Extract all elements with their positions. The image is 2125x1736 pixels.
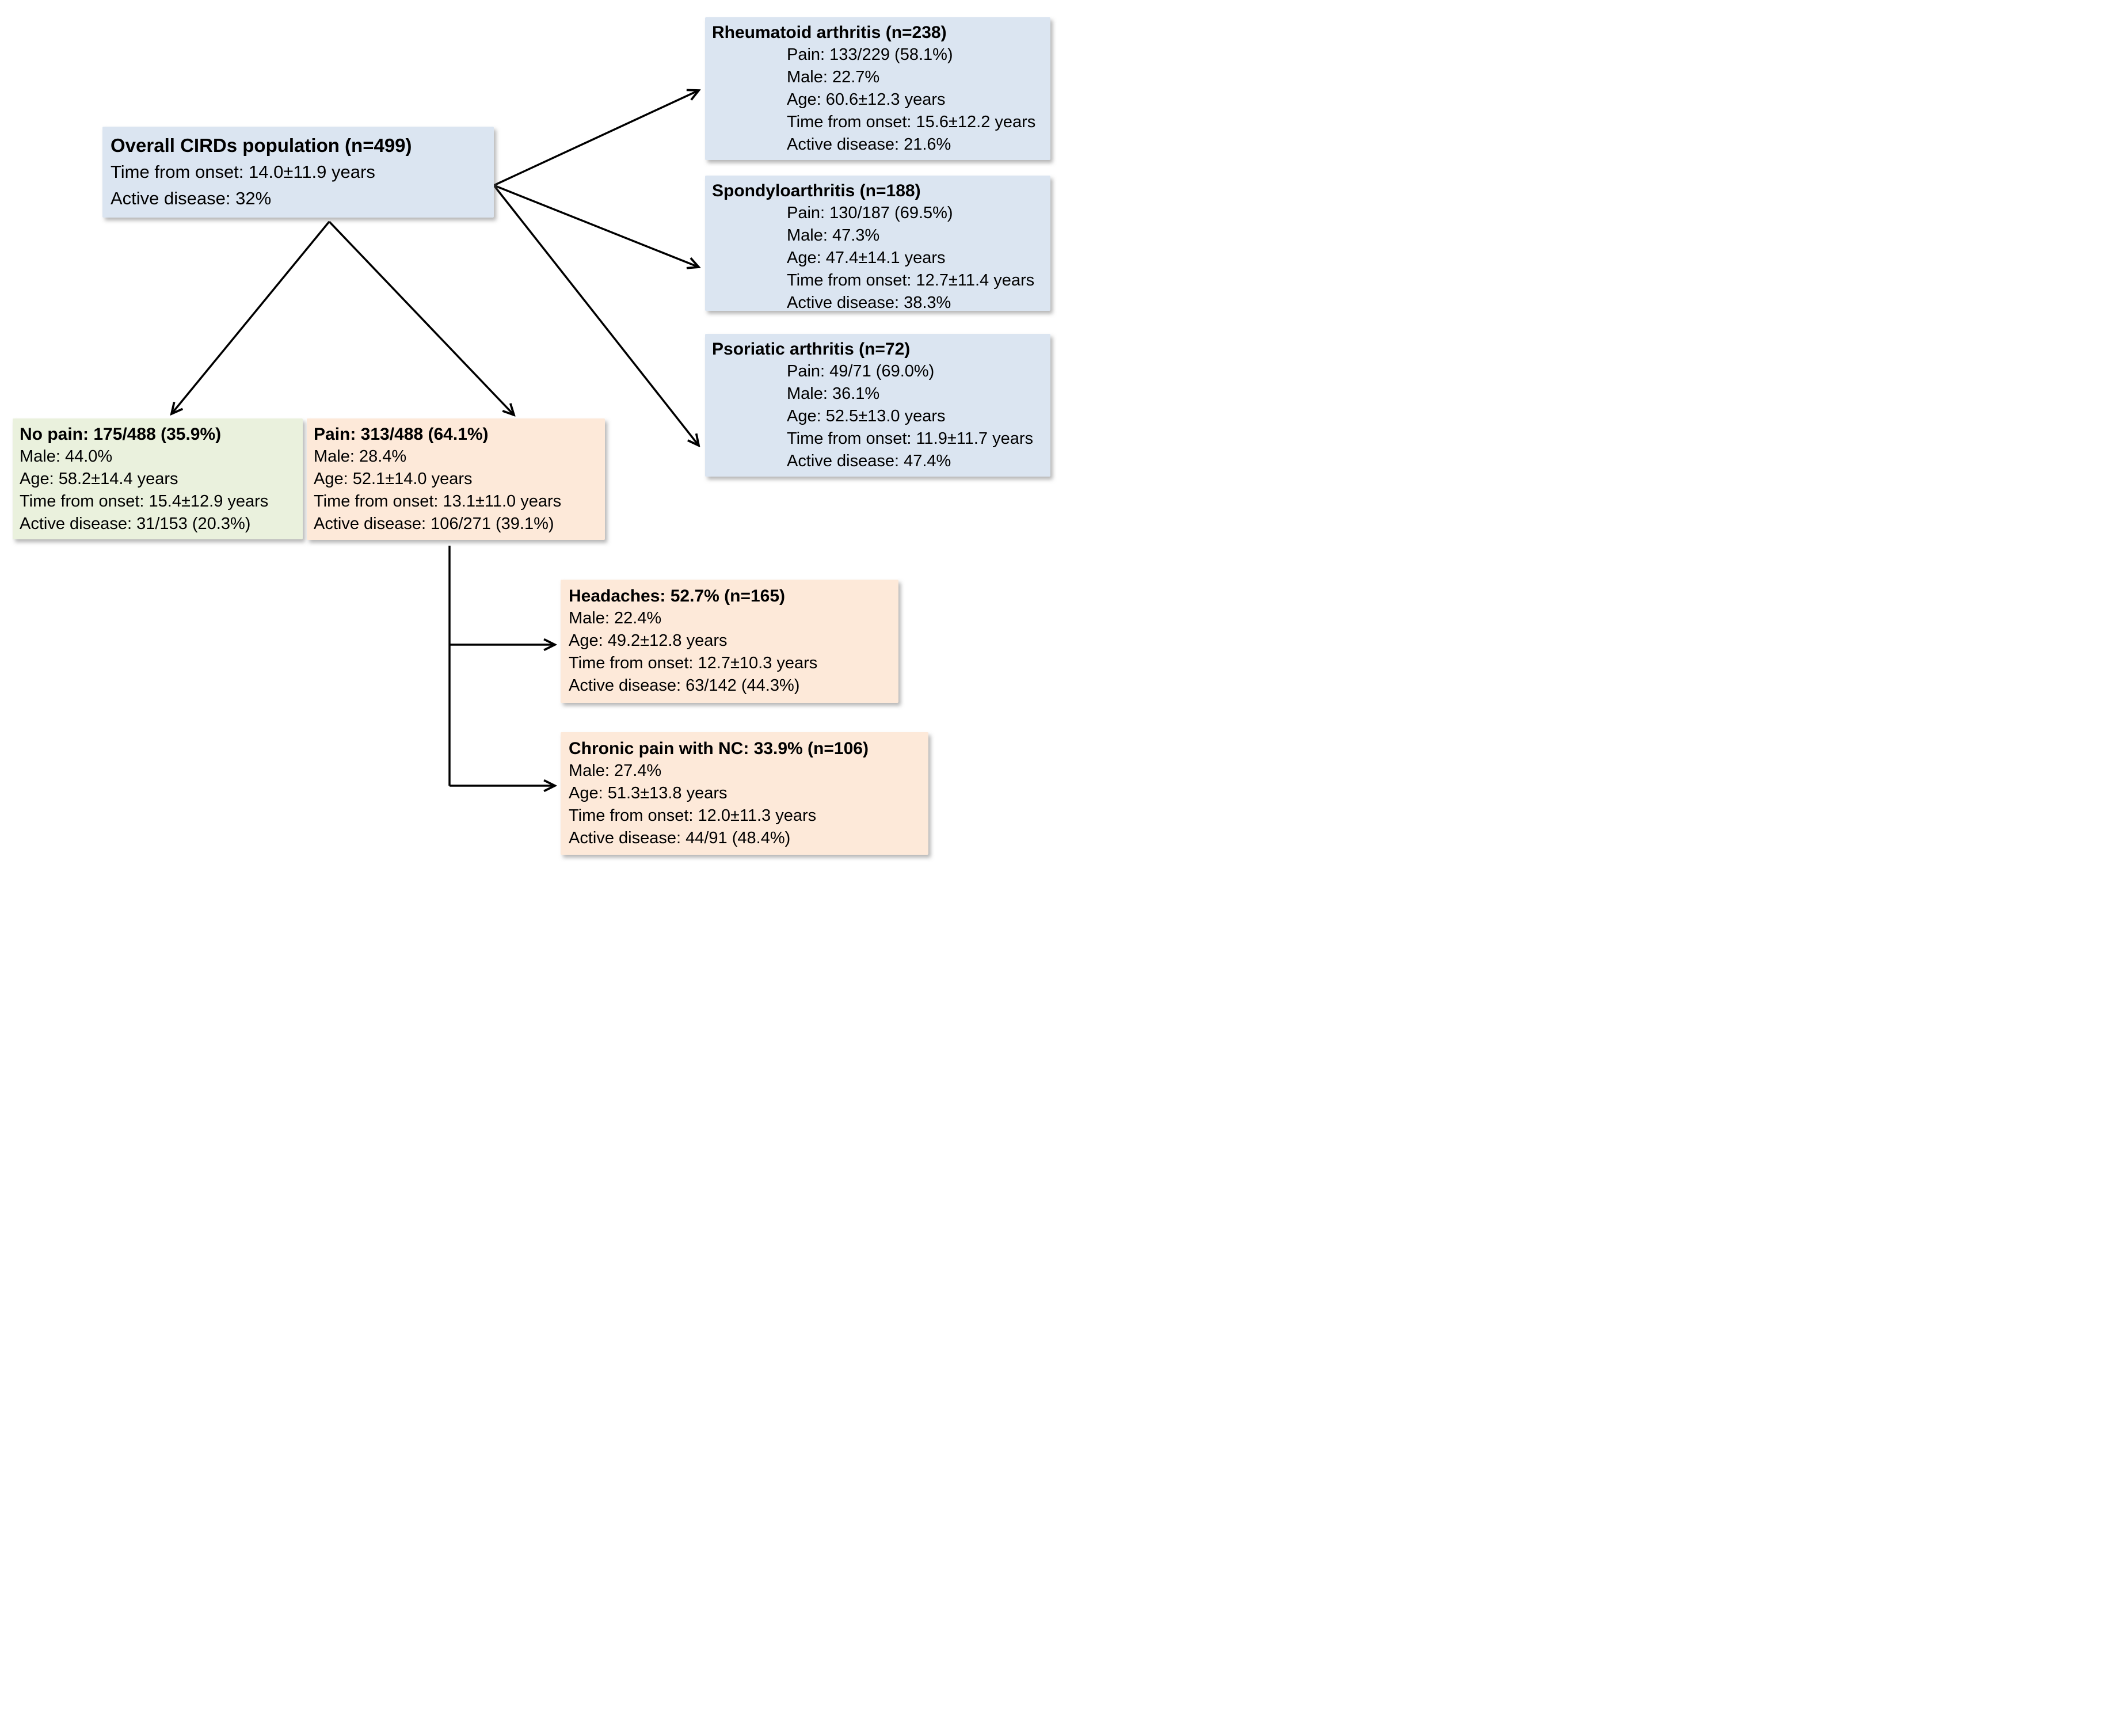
chronic-pain-nc-male: Male: 27.4% — [569, 762, 662, 780]
rheumatoid-pain: Pain: 133/229 (58.1%) — [787, 45, 953, 64]
psoriatic-male: Male: 36.1% — [787, 384, 880, 403]
rheumatoid-arthritis-title: Rheumatoid arthritis (n=238) — [712, 23, 947, 42]
chronic-pain-nc-active-disease: Active disease: 44/91 (48.4%) — [569, 829, 791, 847]
headaches-box: Headaches: 52.7% (n=165) Male: 22.4% Age… — [561, 580, 898, 703]
no-pain-age: Age: 58.2±14.4 years — [20, 470, 178, 488]
chronic-pain-nc-box: Chronic pain with NC: 33.9% (n=106) Male… — [561, 732, 928, 855]
headaches-age: Age: 49.2±12.8 years — [569, 631, 728, 650]
overall-active-disease: Active disease: 32% — [111, 188, 272, 208]
no-pain-box: No pain: 175/488 (35.9%) Male: 44.0% Age… — [13, 418, 303, 539]
chronic-pain-nc-title: Chronic pain with NC: 33.9% (n=106) — [569, 739, 869, 758]
spondylo-active-disease: Active disease: 38.3% — [787, 294, 951, 312]
no-pain-active-disease: Active disease: 31/153 (20.3%) — [20, 515, 251, 533]
arrow-overall-to-spondylo — [493, 184, 699, 267]
spondylo-age: Age: 47.4±14.1 years — [787, 249, 946, 267]
overall-time-from-onset: Time from onset: 14.0±11.9 years — [111, 162, 375, 182]
no-pain-time-from-onset: Time from onset: 15.4±12.9 years — [20, 492, 269, 511]
headaches-male: Male: 22.4% — [569, 609, 662, 627]
spondyloarthritis-box: Spondyloarthritis (n=188) Pain: 130/187 … — [705, 176, 1050, 312]
spondyloarthritis-title: Spondyloarthritis (n=188) — [712, 181, 921, 200]
no-pain-male: Male: 44.0% — [20, 447, 113, 466]
chronic-pain-nc-time-from-onset: Time from onset: 12.0±11.3 years — [569, 806, 817, 825]
psoriatic-active-disease: Active disease: 47.4% — [787, 452, 951, 470]
chronic-pain-nc-age: Age: 51.3±13.8 years — [569, 784, 728, 802]
no-pain-title: No pain: 175/488 (35.9%) — [20, 425, 222, 444]
arrow-layer — [0, 0, 1062, 868]
psoriatic-arthritis-box: Psoriatic arthritis (n=72) Pain: 49/71 (… — [705, 334, 1050, 477]
pain-age: Age: 52.1±14.0 years — [314, 470, 473, 488]
pain-male: Male: 28.4% — [314, 447, 407, 466]
overall-population-box: Overall CIRDs population (n=499) Time fr… — [102, 127, 494, 218]
cirds-population-flowchart: Overall CIRDs population (n=499) Time fr… — [0, 0, 1062, 868]
arrow-overall-to-rheumatoid — [493, 90, 699, 186]
spondylo-pain: Pain: 130/187 (69.5%) — [787, 204, 953, 222]
rheumatoid-time-from-onset: Time from onset: 15.6±12.2 years — [787, 113, 1036, 131]
psoriatic-pain: Pain: 49/71 (69.0%) — [787, 362, 935, 380]
pain-title: Pain: 313/488 (64.1%) — [314, 425, 489, 444]
headaches-title: Headaches: 52.7% (n=165) — [569, 587, 786, 606]
spondylo-male: Male: 47.3% — [787, 226, 880, 245]
pain-active-disease: Active disease: 106/271 (39.1%) — [314, 515, 554, 533]
arrow-overall-to-psoriatic — [493, 184, 699, 446]
overall-population-title: Overall CIRDs population (n=499) — [111, 135, 412, 156]
psoriatic-age: Age: 52.5±13.0 years — [787, 407, 946, 425]
rheumatoid-arthritis-box: Rheumatoid arthritis (n=238) Pain: 133/2… — [705, 17, 1050, 160]
psoriatic-time-from-onset: Time from onset: 11.9±11.7 years — [787, 429, 1034, 448]
rheumatoid-male: Male: 22.7% — [787, 68, 880, 86]
headaches-active-disease: Active disease: 63/142 (44.3%) — [569, 676, 800, 695]
rheumatoid-active-disease: Active disease: 21.6% — [787, 135, 951, 154]
pain-box: Pain: 313/488 (64.1%) Male: 28.4% Age: 5… — [307, 418, 605, 540]
pain-time-from-onset: Time from onset: 13.1±11.0 years — [314, 492, 562, 511]
arrow-overall-to-nopain — [172, 220, 330, 414]
psoriatic-arthritis-title: Psoriatic arthritis (n=72) — [712, 340, 911, 359]
spondylo-time-from-onset: Time from onset: 12.7±11.4 years — [787, 271, 1035, 290]
headaches-time-from-onset: Time from onset: 12.7±10.3 years — [569, 654, 818, 672]
arrow-overall-to-pain — [328, 220, 514, 415]
rheumatoid-age: Age: 60.6±12.3 years — [787, 90, 946, 109]
